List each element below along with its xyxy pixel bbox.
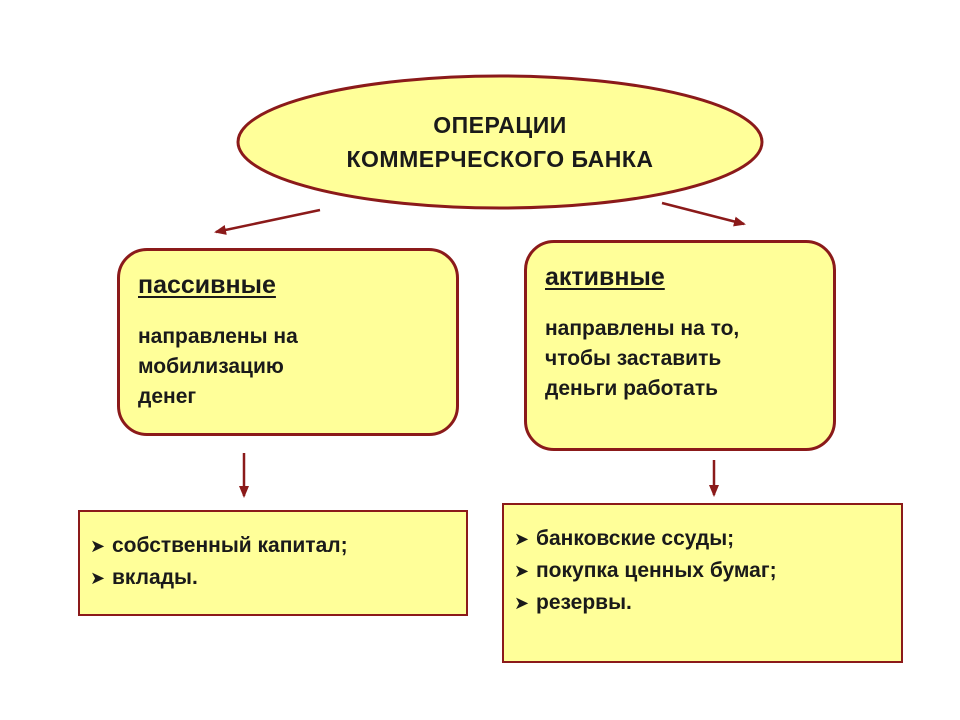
title-line-1: ОПЕРАЦИИ bbox=[433, 112, 567, 138]
list-item-text: покупка ценных бумаг; bbox=[536, 559, 777, 582]
passive-items-list: ➤ собственный капитал; ➤ вклады. bbox=[90, 530, 458, 594]
passive-description: направлены на мобилизацию денег bbox=[138, 325, 298, 408]
diagram-title: ОПЕРАЦИИ КОММЕРЧЕСКОГО БАНКА bbox=[238, 76, 762, 208]
chevron-right-icon: ➤ bbox=[90, 568, 106, 588]
arrow-right-icon bbox=[661, 201, 746, 227]
list-item-text: банковские ссуды; bbox=[536, 527, 735, 550]
list-item: ➤ покупка ценных бумаг; bbox=[514, 555, 893, 587]
active-items-list: ➤ банковские ссуды; ➤ покупка ценных бум… bbox=[514, 523, 893, 619]
passive-heading: пассивные bbox=[138, 271, 276, 299]
passive-items-box: ➤ собственный капитал; ➤ вклады. bbox=[78, 510, 468, 616]
active-operations-box: активные направлены на то, чтобы застави… bbox=[524, 240, 836, 451]
list-item: ➤ резервы. bbox=[514, 587, 893, 619]
passive-operations-box: пассивные направлены на мобилизацию дене… bbox=[117, 248, 459, 436]
chevron-right-icon: ➤ bbox=[514, 561, 530, 581]
arrow-left-icon bbox=[214, 208, 321, 235]
chevron-right-icon: ➤ bbox=[514, 593, 530, 613]
list-item-text: собственный капитал; bbox=[112, 534, 348, 557]
chevron-right-icon: ➤ bbox=[90, 536, 106, 556]
list-item: ➤ вклады. bbox=[90, 562, 458, 594]
active-description: направлены на то, чтобы заставить деньги… bbox=[545, 317, 740, 400]
active-items-box: ➤ банковские ссуды; ➤ покупка ценных бум… bbox=[502, 503, 903, 663]
list-item-text: вклады. bbox=[112, 566, 198, 589]
title-ellipse bbox=[236, 74, 764, 210]
title-line-2: КОММЕРЧЕСКОГО БАНКА bbox=[346, 146, 654, 172]
list-item: ➤ банковские ссуды; bbox=[514, 523, 893, 555]
list-item: ➤ собственный капитал; bbox=[90, 530, 458, 562]
active-heading: активные bbox=[545, 263, 665, 291]
chevron-right-icon: ➤ bbox=[514, 529, 530, 549]
list-item-text: резервы. bbox=[536, 591, 632, 614]
